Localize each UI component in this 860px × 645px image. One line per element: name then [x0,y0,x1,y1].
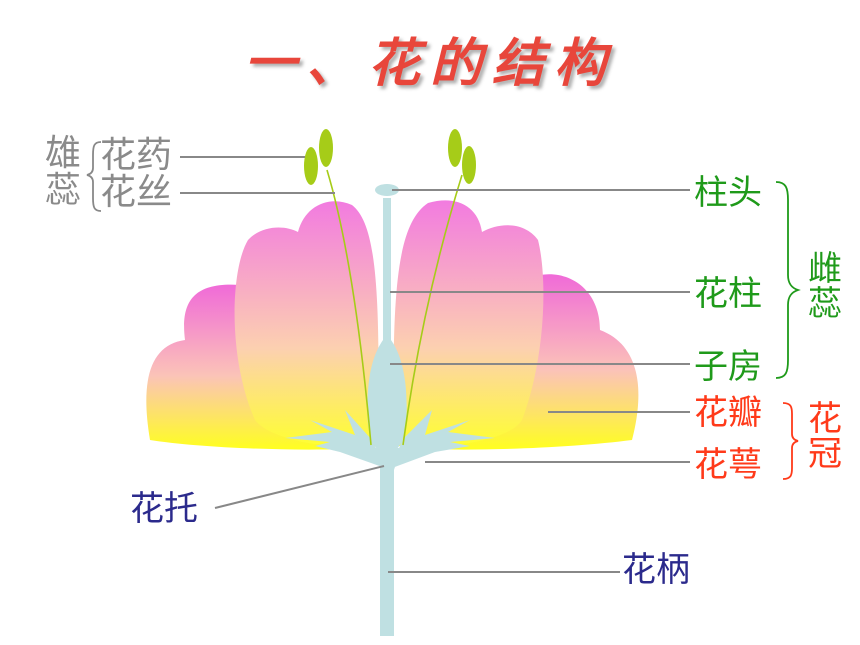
petal-left-inner [234,201,379,447]
pedicel-stem [380,452,394,636]
brace-corolla [782,402,799,480]
page-title: 一、花的结构 [243,34,616,94]
leader-receptacle [214,465,385,509]
petal-right-inner [393,200,544,447]
brace-pistil [775,181,801,379]
receptacle-shape [365,448,412,470]
label-pedicel: 花柄 [622,550,690,590]
anther-right-1 [448,129,462,167]
anther-left-1 [304,147,318,185]
label-style: 花柱 [694,274,762,314]
label-corolla-group: 花冠 [808,399,842,474]
brace-stamen [86,141,102,212]
filament-right [402,174,463,446]
anther-left-2 [319,129,333,167]
label-petal: 花瓣 [694,393,762,433]
label-ovary: 子房 [694,347,762,387]
label-stamen-group: 雄蕊 [44,133,81,211]
filament-left [326,169,372,446]
sepal-right [392,410,495,468]
label-stigma: 柱头 [694,173,762,213]
anther-right-2 [462,146,476,184]
label-anther: 花药 [100,135,173,176]
pistil-shape [367,198,407,450]
label-filament: 花丝 [100,172,173,213]
sepal-left [285,410,385,468]
label-receptacle: 花托 [130,489,198,529]
label-sepal: 花萼 [694,445,762,485]
label-pistil-group: 雌蕊 [808,249,842,324]
stigma-shape [375,184,399,196]
